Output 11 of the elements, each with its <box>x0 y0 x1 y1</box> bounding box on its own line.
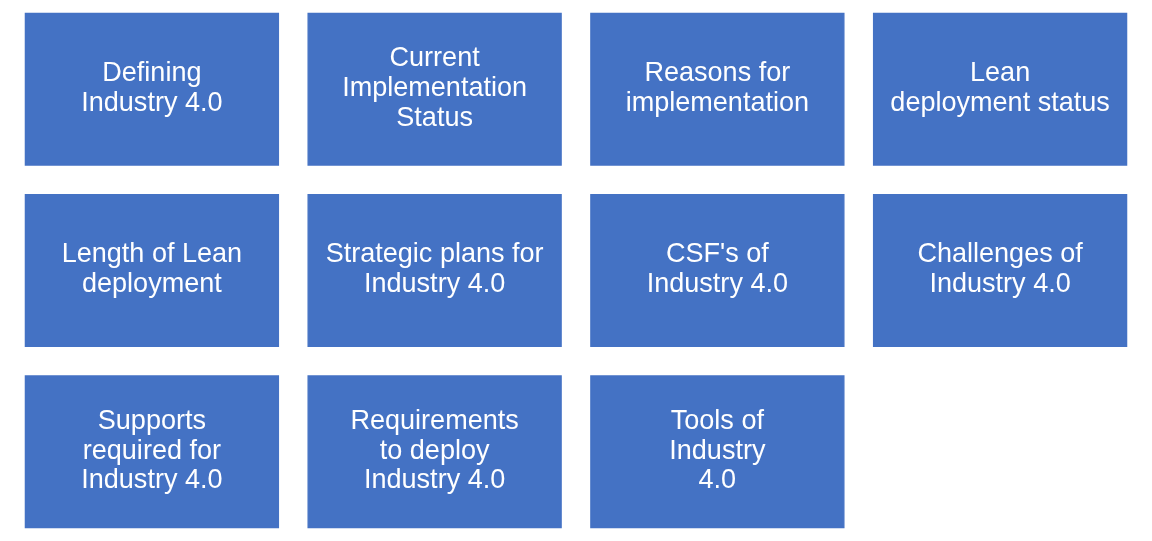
node-box: Requirements to deploy Industry 4.0 <box>307 375 562 529</box>
node-box: Supports required for Industry 4.0 <box>24 375 280 529</box>
node-box: Defining Industry 4.0 <box>24 12 280 166</box>
node-box: Current Implementation Status <box>307 12 562 166</box>
node-box: CSF's of Industry 4.0 <box>590 194 845 347</box>
node-box: Tools of Industry 4.0 <box>590 375 845 529</box>
node-box: Length of Lean deployment <box>24 194 280 347</box>
node-box: Lean deployment status <box>872 12 1128 166</box>
node-box: Reasons for implementation <box>590 12 845 166</box>
node-box: Strategic plans for Industry 4.0 <box>307 194 562 347</box>
node-box: Challenges of Industry 4.0 <box>872 194 1128 347</box>
